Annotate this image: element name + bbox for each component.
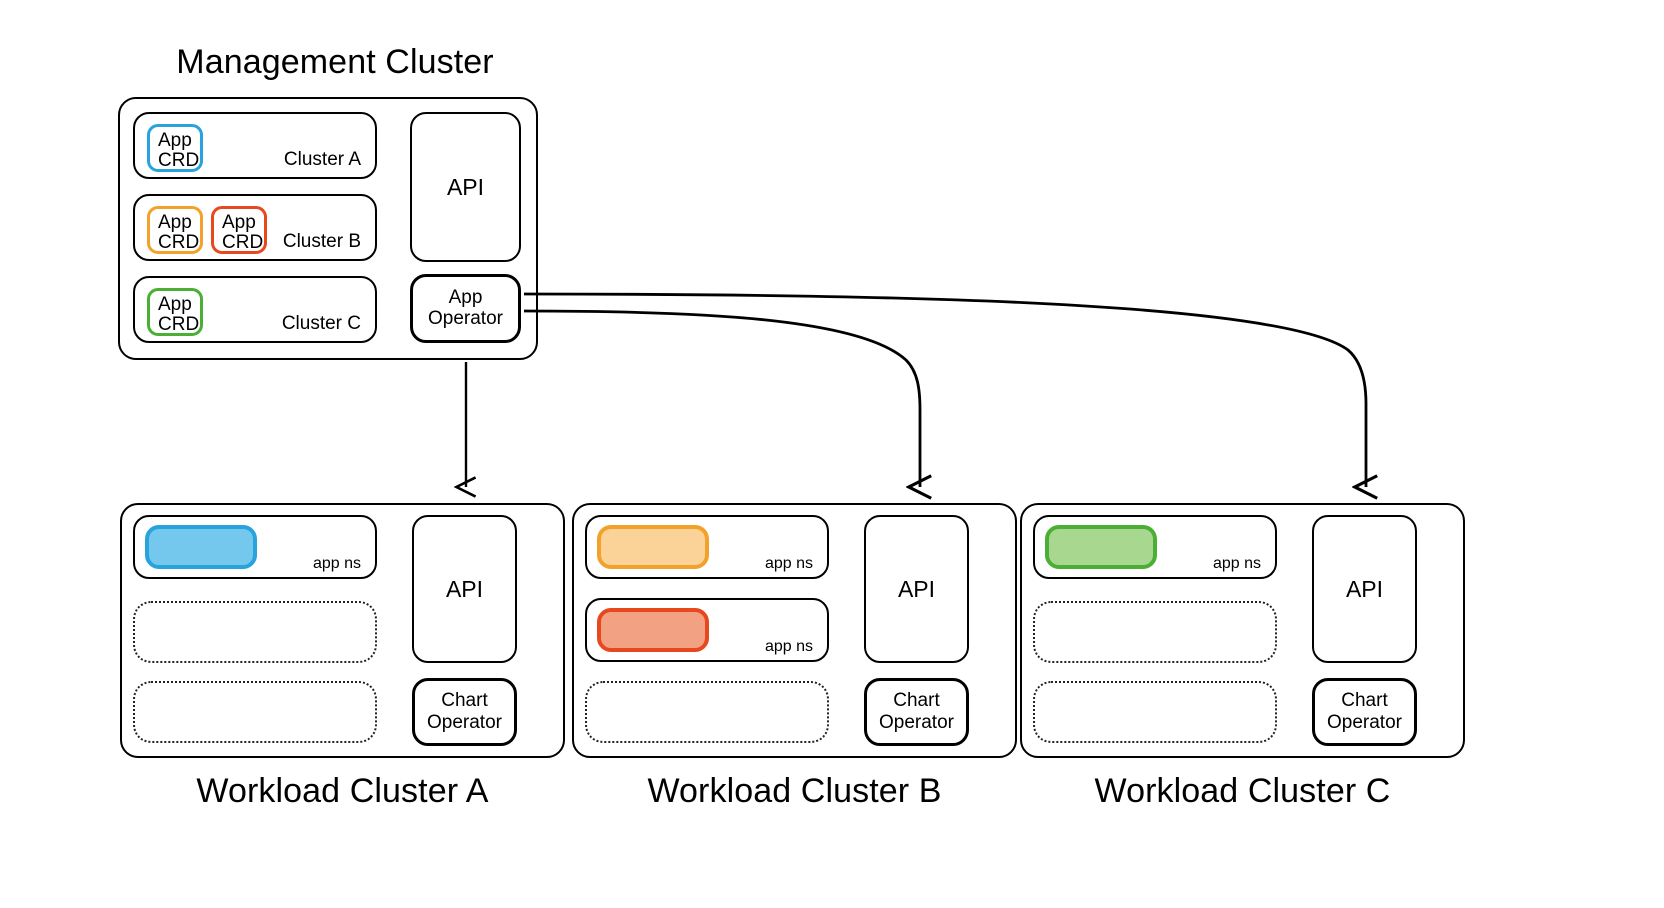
app-crd-chip[interactable]: App CRD [147, 288, 203, 336]
workload-a-chart-operator-box[interactable]: Chart Operator [412, 678, 517, 746]
workload-b-api-box[interactable]: API [864, 515, 969, 663]
app-operator-box[interactable]: App Operator [410, 274, 521, 343]
workload-c-api-box[interactable]: API [1312, 515, 1417, 663]
workload-b-namespace-row[interactable]: app ns [585, 598, 829, 662]
workload-a-api-box[interactable]: API [412, 515, 517, 663]
app-ns-label: app ns [1212, 555, 1261, 572]
management-cluster-title: Management Cluster [176, 43, 494, 81]
management-cluster-b-row[interactable]: App CRD App CRD Cluster B [133, 194, 377, 261]
app-crd-chip[interactable]: App CRD [211, 206, 267, 254]
workload-a-empty-slot [133, 681, 377, 743]
workload-cluster-b-title: Workload Cluster B [647, 772, 942, 810]
workload-c-chart-operator-label: Chart Operator [1327, 690, 1402, 733]
app-ns-label: app ns [764, 638, 813, 655]
workload-a-api-label: API [445, 575, 484, 602]
workload-b-chart-operator-box[interactable]: Chart Operator [864, 678, 969, 746]
arrow-to-workload-c [523, 292, 1366, 487]
app-namespace-pill[interactable] [597, 608, 709, 652]
app-ns-label: app ns [764, 555, 813, 572]
app-namespace-pill[interactable] [597, 525, 709, 569]
workload-b-namespace-row[interactable]: app ns [585, 515, 829, 579]
workload-b-api-label: API [897, 575, 936, 602]
management-cluster-a-row[interactable]: App CRD Cluster A [133, 112, 377, 179]
workload-c-namespace-row[interactable]: app ns [1033, 515, 1277, 579]
app-namespace-pill[interactable] [145, 525, 257, 569]
cluster-c-label: Cluster C [281, 313, 361, 334]
app-crd-chip[interactable]: App CRD [147, 206, 203, 254]
workload-c-empty-slot [1033, 681, 1277, 743]
management-cluster-c-row[interactable]: App CRD Cluster C [133, 276, 377, 343]
workload-cluster-a-title: Workload Cluster A [196, 772, 489, 810]
cluster-b-label: Cluster B [282, 231, 361, 252]
workload-cluster-c-title: Workload Cluster C [1094, 772, 1391, 810]
arrow-to-workload-b [523, 309, 920, 487]
app-crd-chip[interactable]: App CRD [147, 124, 203, 172]
workload-b-empty-slot [585, 681, 829, 743]
app-namespace-pill[interactable] [1045, 525, 1157, 569]
app-ns-label: app ns [312, 555, 361, 572]
workload-a-empty-slot [133, 601, 377, 663]
workload-b-chart-operator-label: Chart Operator [879, 690, 954, 733]
workload-a-chart-operator-label: Chart Operator [427, 690, 502, 733]
management-api-box[interactable]: API [410, 112, 521, 262]
workload-c-api-label: API [1345, 575, 1384, 602]
app-operator-label: App Operator [428, 286, 503, 330]
workload-c-empty-slot [1033, 601, 1277, 663]
workload-a-namespace-row[interactable]: app ns [133, 515, 377, 579]
workload-c-chart-operator-box[interactable]: Chart Operator [1312, 678, 1417, 746]
cluster-a-label: Cluster A [283, 149, 361, 170]
management-api-label: API [446, 173, 485, 200]
